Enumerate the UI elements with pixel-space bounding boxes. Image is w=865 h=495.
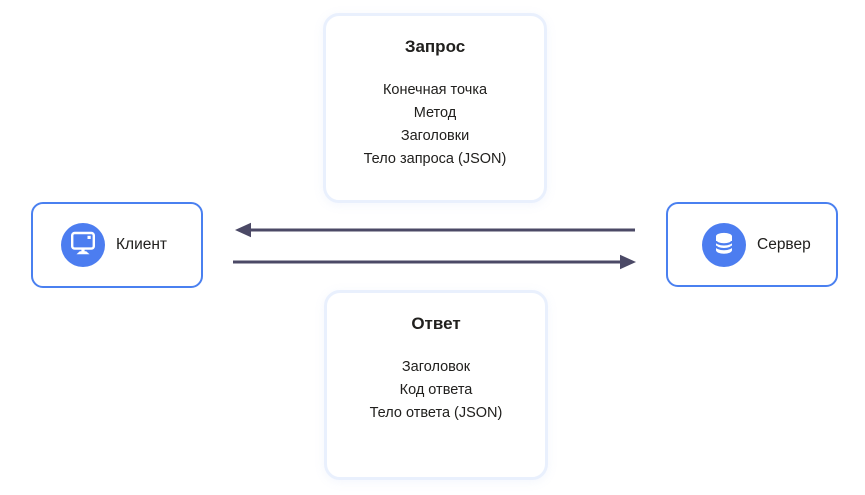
request-card: Запрос Конечная точка Метод Заголовки Те… xyxy=(323,13,547,203)
client-icon-circle xyxy=(61,223,105,267)
request-item: Тело запроса (JSON) xyxy=(363,151,507,167)
request-item: Заголовки xyxy=(400,128,470,144)
arrow-client-to-server xyxy=(233,254,636,270)
server-node-label: Сервер xyxy=(757,235,811,253)
server-icon-circle xyxy=(702,220,746,269)
request-card-title: Запрос xyxy=(404,37,466,56)
client-node: Клиент xyxy=(31,202,203,288)
arrow-server-to-client xyxy=(235,222,635,238)
response-item: Тело ответа (JSON) xyxy=(369,405,503,421)
response-item: Заголовок xyxy=(401,359,471,375)
request-response-arrows xyxy=(233,222,636,270)
response-card: Ответ Заголовок Код ответа Тело ответа (… xyxy=(324,290,548,480)
server-node: Сервер xyxy=(666,202,838,287)
response-card-items: Заголовок Код ответа Тело ответа (JSON) xyxy=(327,356,545,425)
request-card-items: Конечная точка Метод Заголовки Тело запр… xyxy=(326,79,544,171)
response-item: Код ответа xyxy=(399,382,473,398)
request-item: Конечная точка xyxy=(382,82,488,98)
monitor-icon xyxy=(61,221,105,270)
response-card-title: Ответ xyxy=(411,314,461,333)
database-icon xyxy=(702,220,746,269)
request-item: Метод xyxy=(413,105,457,121)
client-node-label: Клиент xyxy=(116,236,168,253)
